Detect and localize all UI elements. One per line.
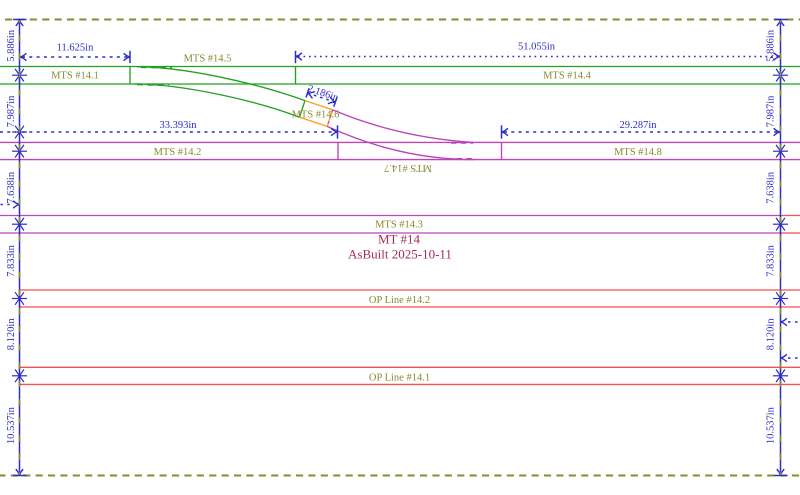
svg-text:MTS #14.5: MTS #14.5 bbox=[184, 54, 232, 65]
svg-text:MTS #14.1: MTS #14.1 bbox=[51, 71, 99, 82]
svg-text:33.393in: 33.393in bbox=[159, 120, 197, 131]
svg-text:MTS #14.7: MTS #14.7 bbox=[384, 162, 432, 173]
svg-text:AsBuilt 2025-10-11: AsBuilt 2025-10-11 bbox=[348, 247, 452, 262]
svg-text:7.638in: 7.638in bbox=[6, 171, 17, 204]
svg-text:MTS #14.6: MTS #14.6 bbox=[292, 110, 340, 121]
svg-text:10.537in: 10.537in bbox=[766, 406, 777, 444]
svg-text:MTS #14.8: MTS #14.8 bbox=[614, 147, 662, 158]
svg-text:7.987in: 7.987in bbox=[6, 95, 17, 128]
svg-text:11.625in: 11.625in bbox=[57, 43, 94, 54]
svg-text:MTS #14.4: MTS #14.4 bbox=[543, 71, 592, 82]
svg-text:MT #14: MT #14 bbox=[378, 232, 421, 247]
svg-text:OP Line #14.2: OP Line #14.2 bbox=[369, 295, 430, 306]
svg-text:8.120in: 8.120in bbox=[6, 318, 17, 351]
svg-text:29.287in: 29.287in bbox=[619, 120, 657, 131]
svg-text:10.537in: 10.537in bbox=[6, 406, 17, 444]
svg-text:7.987in: 7.987in bbox=[766, 95, 777, 128]
svg-text:MTS #14.2: MTS #14.2 bbox=[154, 147, 202, 158]
svg-text:5.886in: 5.886in bbox=[766, 29, 777, 62]
svg-text:8.120in: 8.120in bbox=[766, 318, 777, 351]
svg-text:OP Line #14.1: OP Line #14.1 bbox=[369, 372, 430, 383]
svg-text:51.055in: 51.055in bbox=[518, 42, 556, 53]
svg-text:MTS #14.3: MTS #14.3 bbox=[375, 220, 423, 231]
svg-text:7.638in: 7.638in bbox=[766, 171, 777, 204]
svg-text:5.886in: 5.886in bbox=[6, 29, 17, 62]
svg-text:7.833in: 7.833in bbox=[766, 244, 777, 277]
svg-text:7.833in: 7.833in bbox=[6, 244, 17, 277]
